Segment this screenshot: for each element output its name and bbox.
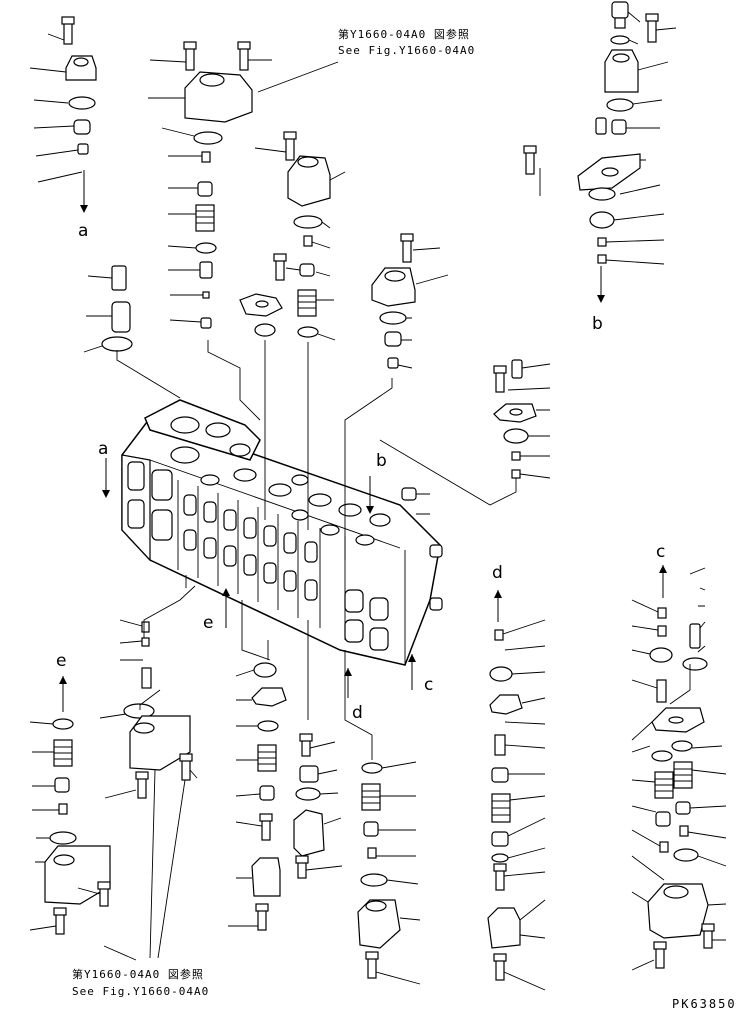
label-d-mid: d	[492, 563, 503, 583]
label-b-body: b	[376, 451, 387, 471]
direction-arrows	[59, 458, 667, 712]
label-c-body: c	[424, 675, 434, 695]
label-a-body: a	[98, 439, 109, 459]
label-c-right: c	[656, 542, 666, 562]
label-a-top: a	[78, 221, 89, 241]
mid-right-parts	[493, 359, 537, 479]
top-center-parts	[183, 41, 416, 369]
bottom-parts	[44, 607, 715, 981]
leader-lines	[29, 11, 727, 991]
label-e-body: e	[203, 613, 214, 633]
label-b-right: b	[592, 314, 603, 334]
top-right-parts	[523, 1, 659, 303]
control-valve-body	[121, 399, 443, 666]
label-d-body: d	[352, 703, 363, 723]
callout-bottom-en: See Fig.Y1660-04A0	[72, 985, 210, 998]
callout-top-jp: 第Y1660-04A0 図参照	[338, 28, 470, 41]
callout-top-en: See Fig.Y1660-04A0	[338, 44, 476, 57]
label-e-left: e	[56, 651, 67, 671]
top-left-parts	[61, 16, 133, 352]
callout-bottom-jp: 第Y1660-04A0 図参照	[72, 968, 204, 981]
drawing-code: PK63850	[672, 997, 737, 1011]
